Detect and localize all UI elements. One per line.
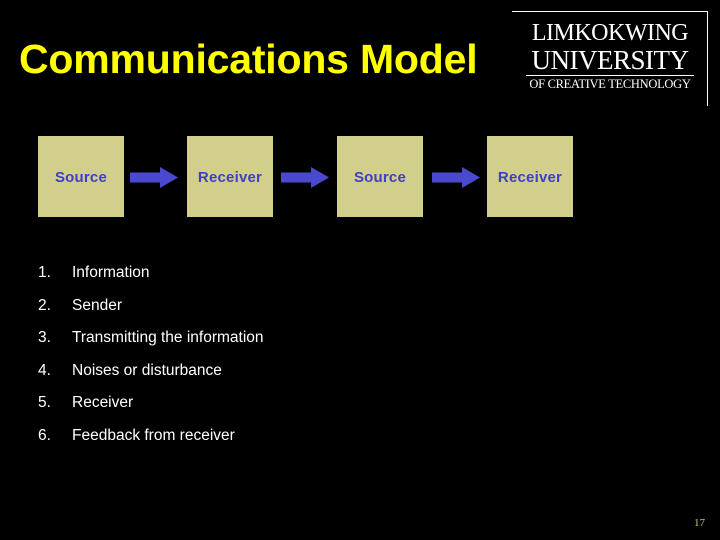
list-item: 6. Feedback from receiver bbox=[38, 426, 458, 459]
arrow-2-icon bbox=[281, 167, 329, 188]
logo-text-block: LIMKOKWING UNIVERSITY OF CREATIVE TECHNO… bbox=[522, 21, 698, 91]
logo-line-limkokwing: LIMKOKWING bbox=[531, 20, 689, 46]
list-item-number: 1. bbox=[38, 264, 51, 281]
list-item: 4. Noises or disturbance bbox=[38, 361, 458, 394]
university-logo: LIMKOKWING UNIVERSITY OF CREATIVE TECHNO… bbox=[512, 11, 708, 106]
list-item-label: Information bbox=[72, 264, 150, 281]
numbered-list: 1. Information 2. Sender 3. Transmitting… bbox=[38, 263, 458, 458]
list-item-label: Feedback from receiver bbox=[72, 426, 235, 444]
logo-line-university: UNIVERSITY bbox=[531, 45, 690, 75]
list-item: 5. Receiver bbox=[38, 393, 458, 426]
arrow-1-icon bbox=[130, 167, 178, 188]
diagram-node-2: Receiver bbox=[187, 136, 273, 217]
list-item-number: 5. bbox=[38, 394, 51, 411]
list-item-label: Receiver bbox=[72, 394, 134, 411]
list-item: 1. Information bbox=[38, 263, 458, 296]
list-item-label: Sender bbox=[72, 296, 122, 314]
slide-page-number: 17 bbox=[694, 517, 705, 529]
page-title: Communications Model bbox=[19, 36, 478, 82]
list-item-number: 6. bbox=[38, 426, 51, 444]
diagram-node-1-label: Source bbox=[54, 169, 108, 186]
list-item-number: 4. bbox=[38, 361, 51, 379]
diagram-node-3: Source bbox=[337, 136, 423, 217]
diagram-node-4-label: Receiver bbox=[497, 169, 563, 186]
communication-flow-diagram: Source Receiver Source Receiver bbox=[0, 131, 720, 223]
diagram-node-2-label: Receiver bbox=[197, 169, 263, 186]
list-item-label: Transmitting the information bbox=[72, 329, 264, 346]
diagram-node-1: Source bbox=[38, 136, 124, 217]
list-item-number: 3. bbox=[38, 329, 51, 346]
diagram-node-3-label: Source bbox=[353, 169, 407, 186]
list-item-number: 2. bbox=[38, 296, 51, 314]
diagram-node-4: Receiver bbox=[487, 136, 573, 217]
logo-line-tagline: OF CREATIVE TECHNOLOGY bbox=[529, 76, 691, 91]
arrow-3-icon bbox=[432, 167, 480, 188]
list-item: 2. Sender bbox=[38, 296, 458, 329]
list-item-label: Noises or disturbance bbox=[72, 361, 222, 379]
logo-divider bbox=[526, 75, 694, 76]
list-item: 3. Transmitting the information bbox=[38, 328, 458, 361]
